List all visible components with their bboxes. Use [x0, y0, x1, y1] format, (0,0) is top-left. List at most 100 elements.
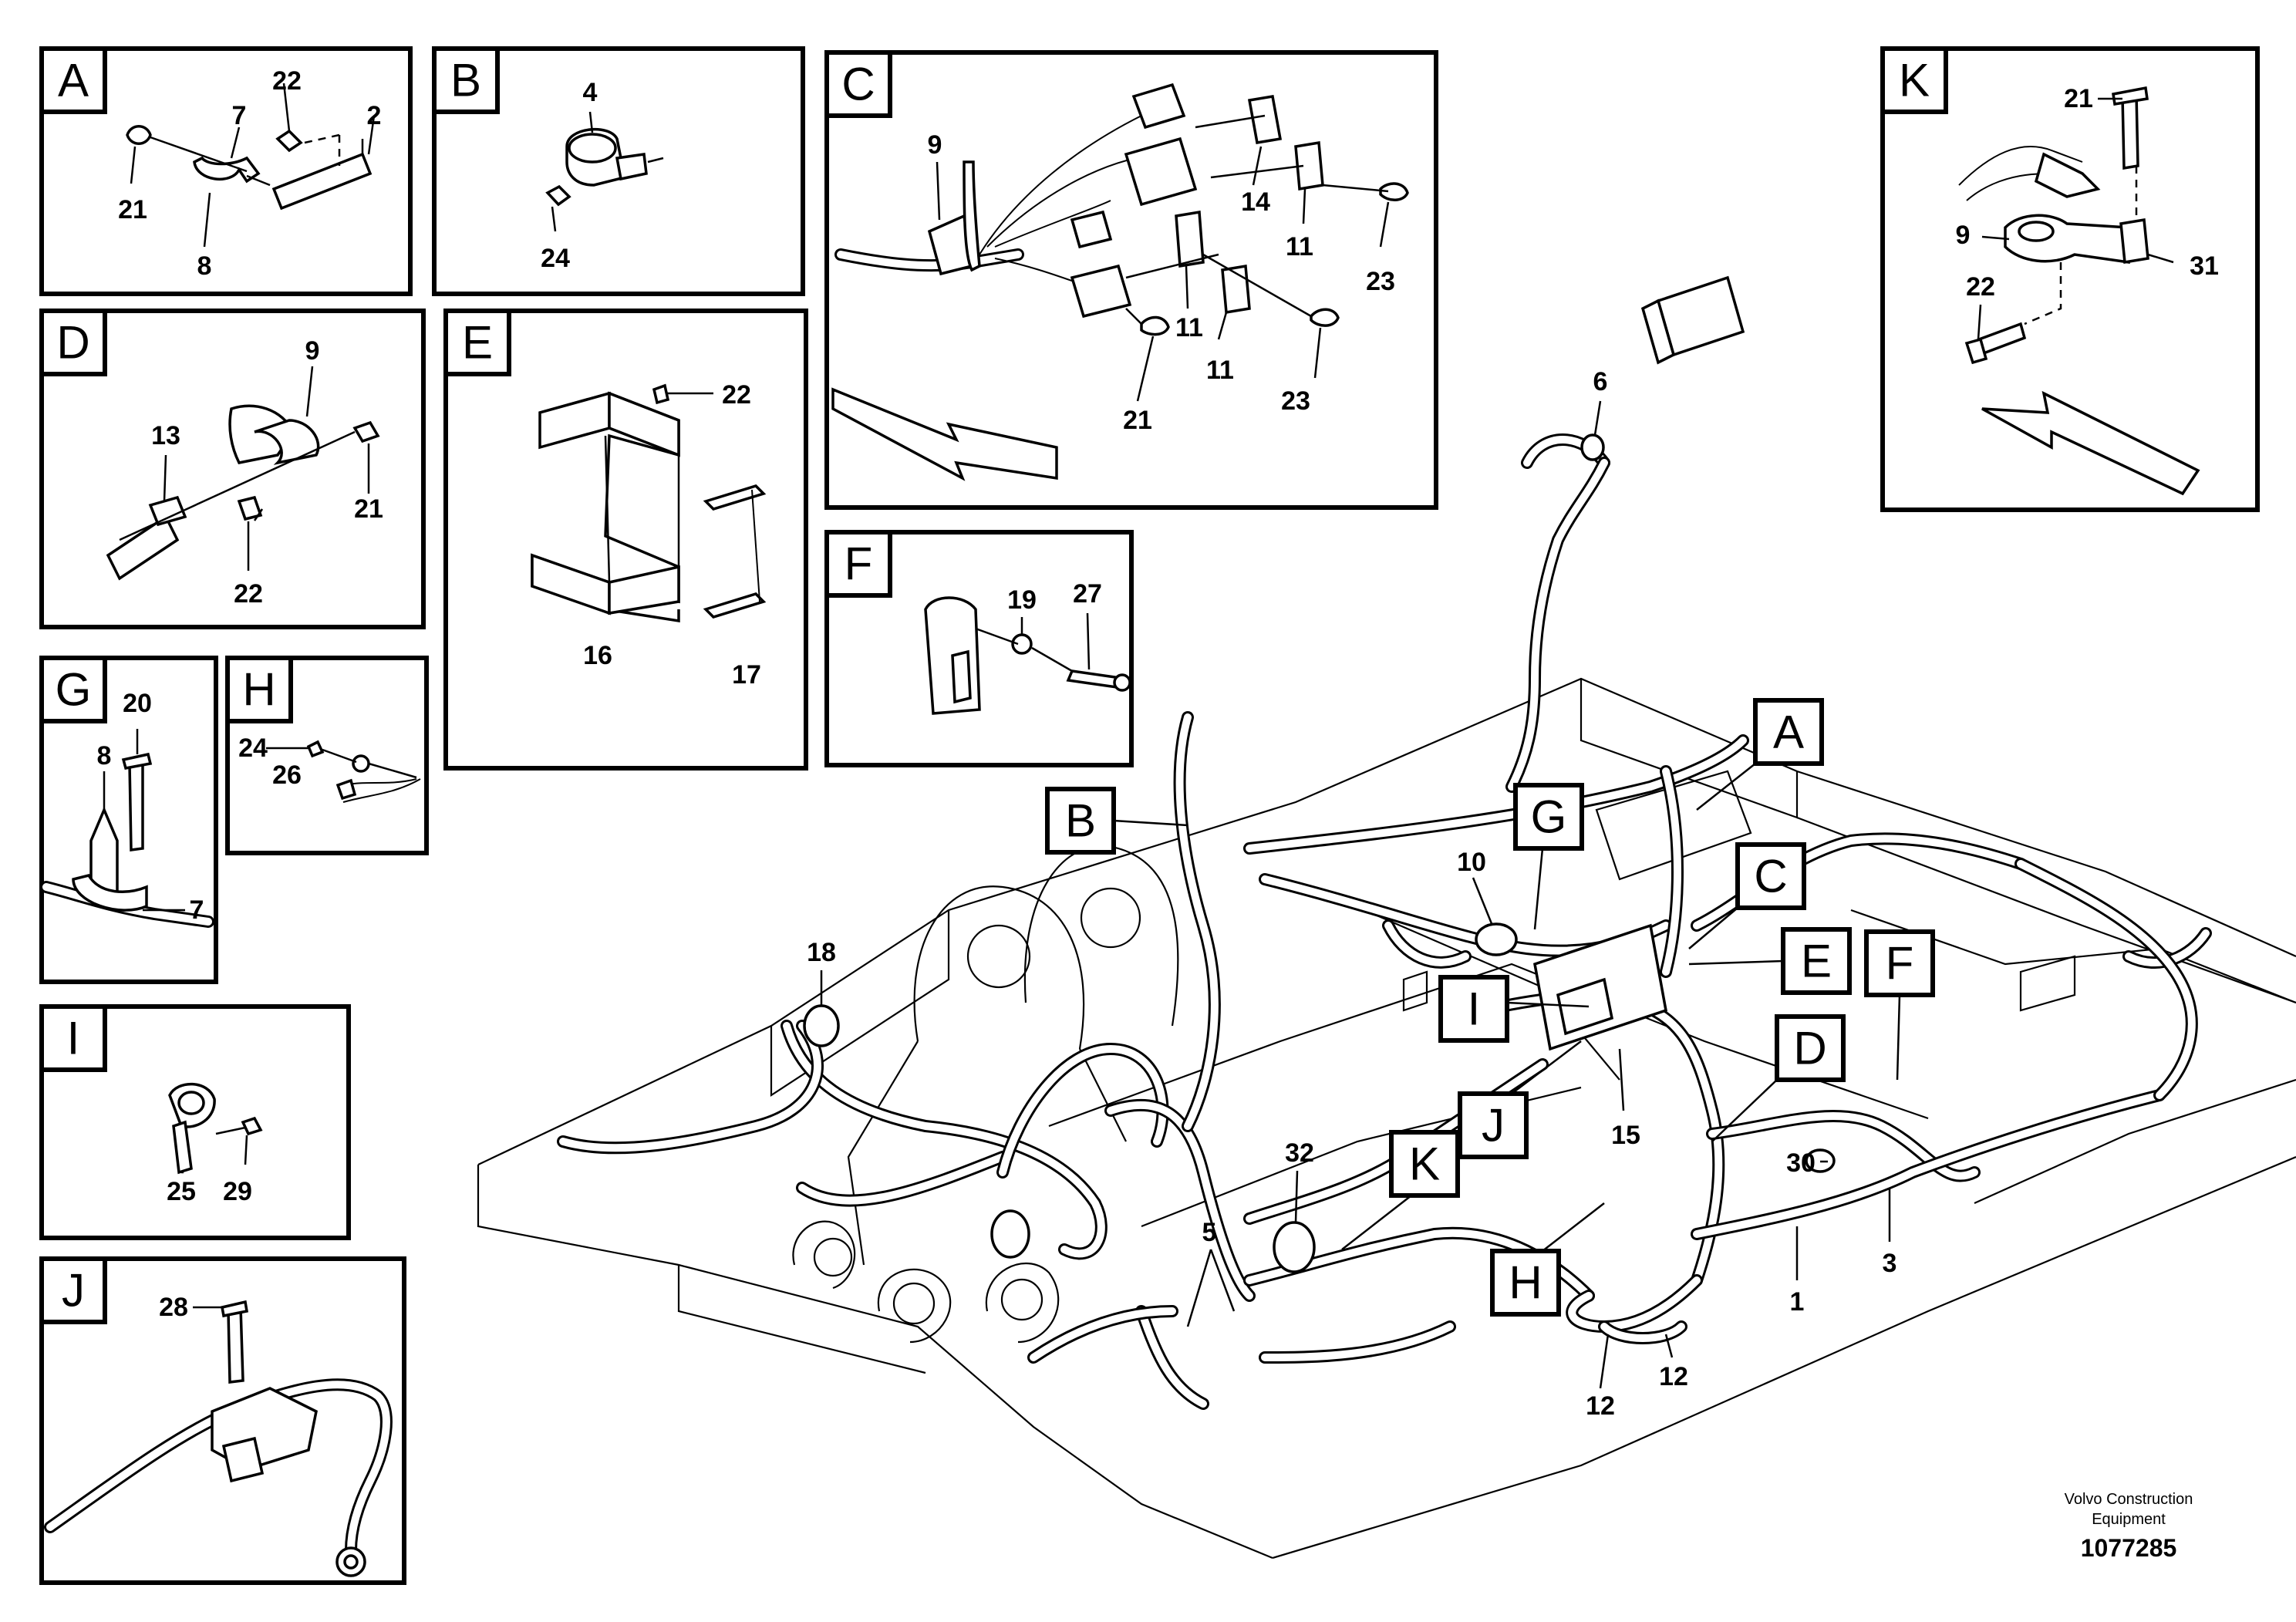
- panel-g-label-7: 7: [190, 895, 204, 925]
- svg-text:E: E: [1801, 936, 1832, 987]
- panel-h-label-24: 24: [238, 733, 268, 763]
- main-label-10: 10: [1457, 848, 1486, 877]
- panel-i: I 25 29: [39, 1004, 351, 1240]
- panel-h-label-26: 26: [272, 760, 302, 790]
- panel-d-label-22: 22: [234, 579, 263, 609]
- panel-b-letter: B: [450, 55, 481, 106]
- panel-f-label-27: 27: [1073, 579, 1102, 609]
- panel-c-label-23b: 23: [1281, 386, 1310, 416]
- footer: Volvo Construction Equipment 1077285: [2065, 1491, 2193, 1562]
- panel-g-label-8: 8: [97, 741, 112, 771]
- callout-i: I: [1438, 975, 1590, 1043]
- wire-harness: [557, 433, 2212, 1410]
- svg-text:H: H: [1509, 1257, 1542, 1309]
- callout-g: G: [1513, 783, 1584, 930]
- panel-a-label-2: 2: [367, 101, 382, 130]
- panel-f: F 19 27: [824, 530, 1134, 767]
- panel-d-label-9: 9: [305, 336, 320, 366]
- callout-b: B: [1045, 787, 1188, 855]
- callout-h: H: [1490, 1202, 1605, 1317]
- panel-d-label-21: 21: [354, 494, 383, 524]
- main-assembly: [477, 275, 2296, 1560]
- panel-d-label-13: 13: [151, 421, 180, 450]
- callout-j: J: [1458, 1040, 1582, 1159]
- panel-f-letter: F: [845, 538, 873, 590]
- callout-c: C: [1688, 842, 1806, 949]
- panel-a-label-7: 7: [232, 101, 247, 130]
- callout-k: K: [1341, 1130, 1460, 1250]
- panel-g-letter: G: [56, 664, 92, 716]
- panel-e-label-17: 17: [732, 660, 761, 690]
- main-label-30: 30: [1786, 1148, 1816, 1178]
- main-label-1: 1: [1790, 1287, 1805, 1317]
- panel-a-label-22: 22: [272, 66, 302, 96]
- svg-text:G: G: [1531, 791, 1567, 843]
- footer-code: 1077285: [2081, 1534, 2177, 1562]
- main-label-5: 5: [1202, 1218, 1217, 1247]
- panel-b-label-4: 4: [583, 78, 598, 107]
- panel-c-label-21: 21: [1123, 406, 1152, 435]
- main-label-18: 18: [807, 938, 836, 967]
- svg-text:B: B: [1065, 795, 1096, 847]
- panel-c-label-9: 9: [928, 130, 942, 160]
- panel-c-label-14: 14: [1241, 187, 1270, 217]
- panel-i-label-29: 29: [223, 1177, 252, 1206]
- panel-h-letter: H: [242, 664, 275, 716]
- panel-i-letter: I: [67, 1013, 80, 1064]
- callout-a: A: [1696, 698, 1824, 811]
- callout-d: D: [1711, 1014, 1846, 1142]
- main-label-32: 32: [1285, 1138, 1314, 1168]
- panel-a-letter: A: [58, 55, 89, 106]
- main-label-12b: 12: [1659, 1362, 1688, 1391]
- svg-text:K: K: [1409, 1138, 1440, 1190]
- panel-j-label-28: 28: [159, 1293, 188, 1322]
- panel-e-letter: E: [462, 317, 493, 369]
- panel-k-letter: K: [1899, 55, 1930, 106]
- panel-c-label-23: 23: [1366, 267, 1395, 296]
- panel-e-label-16: 16: [583, 641, 612, 670]
- svg-text:I: I: [1468, 983, 1481, 1035]
- svg-text:D: D: [1793, 1023, 1826, 1074]
- callout-e: E: [1688, 927, 1852, 995]
- main-label-3: 3: [1883, 1249, 1897, 1278]
- panel-d: D 9 13 21 22: [39, 309, 426, 629]
- panel-k: K 21 9 22 31: [1880, 46, 2260, 512]
- callouts: A B C E F G I: [1045, 698, 1935, 1317]
- panel-c: C 9 14 11 23 11 11 21 23: [824, 50, 1438, 510]
- panel-g-label-20: 20: [123, 689, 152, 718]
- main-label-6: 6: [1593, 367, 1608, 396]
- panel-k-label-9: 9: [1956, 221, 1971, 250]
- panel-k-label-22: 22: [1966, 272, 1995, 302]
- svg-text:F: F: [1886, 938, 1914, 990]
- panel-d-letter: D: [56, 317, 89, 369]
- panel-k-label-31: 31: [2190, 251, 2219, 281]
- panel-b-label-24: 24: [541, 244, 570, 273]
- main-label-12a: 12: [1586, 1391, 1615, 1421]
- panel-j: J 28: [39, 1256, 406, 1585]
- main-labels: 6 10 18 32 5 15 30 3 1 12 12: [807, 367, 1896, 1421]
- panel-c-label-11: 11: [1286, 232, 1313, 261]
- panel-c-label-11c: 11: [1206, 356, 1234, 385]
- footer-line1: Volvo Construction: [2065, 1491, 2193, 1508]
- panel-a: A 22 7 2 21 8: [39, 46, 413, 296]
- panel-b: B 4 24: [432, 46, 805, 296]
- panel-k-label-21: 21: [2064, 84, 2093, 113]
- panel-e-label-22: 22: [722, 380, 751, 410]
- svg-text:J: J: [1482, 1100, 1505, 1152]
- panel-c-label-11b: 11: [1175, 313, 1203, 342]
- panel-a-label-8: 8: [197, 251, 212, 281]
- main-label-15: 15: [1611, 1121, 1640, 1150]
- svg-text:A: A: [1773, 706, 1804, 758]
- svg-text:C: C: [1754, 851, 1787, 902]
- panel-a-label-21: 21: [118, 195, 147, 224]
- panel-j-letter: J: [62, 1265, 85, 1317]
- panel-f-label-19: 19: [1007, 585, 1037, 615]
- callout-f: F: [1864, 929, 1935, 1081]
- panel-h: H 24 26: [225, 656, 429, 855]
- panel-g: G 20 8 7: [39, 656, 218, 984]
- panel-i-label-25: 25: [167, 1177, 196, 1206]
- footer-line2: Equipment: [2092, 1511, 2166, 1528]
- panel-c-letter: C: [841, 59, 875, 110]
- panel-e: E 22 16 17: [443, 309, 808, 771]
